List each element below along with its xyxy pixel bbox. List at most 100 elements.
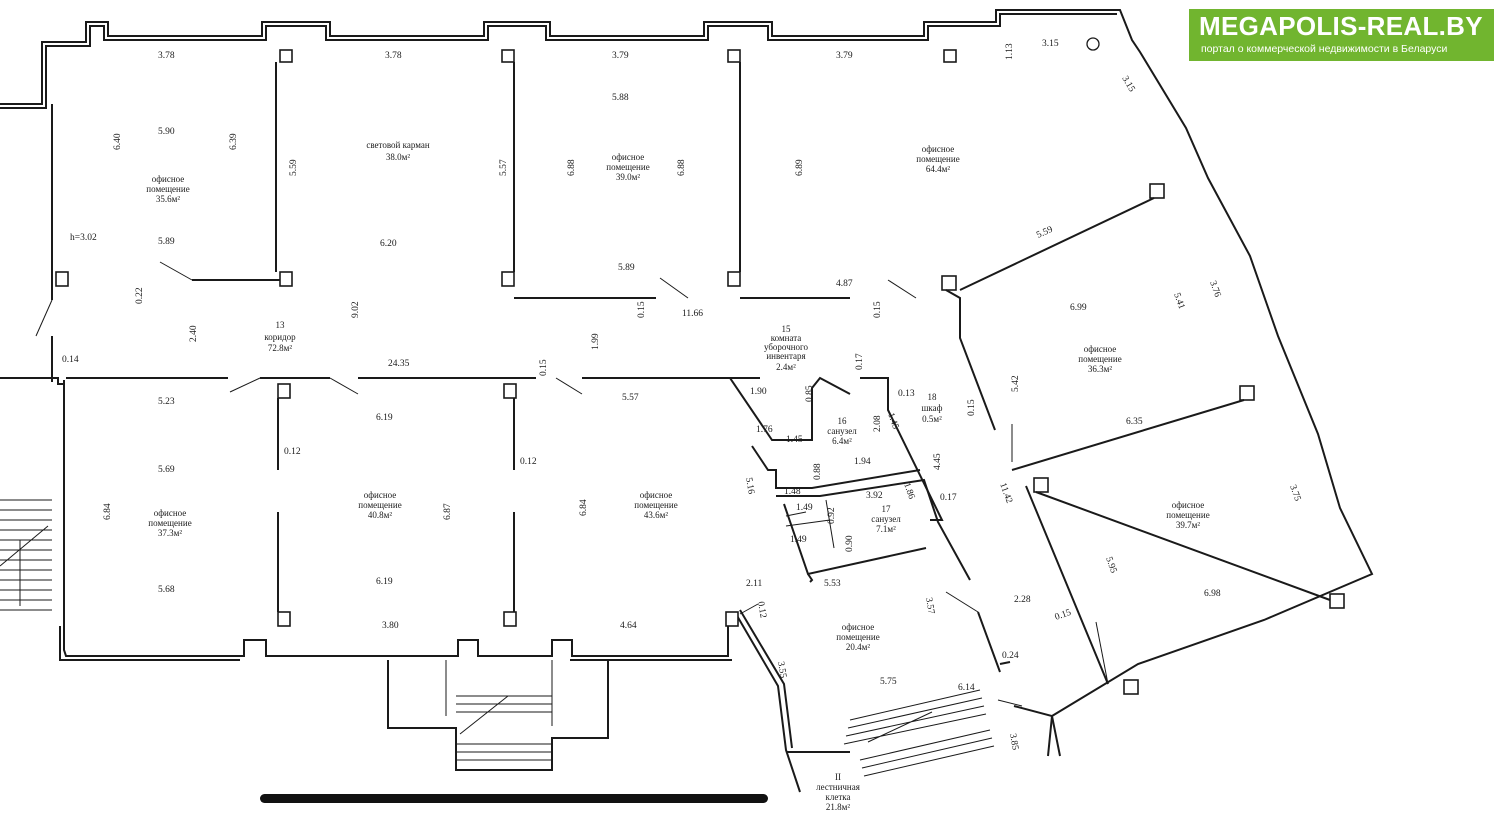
room-label-line: коридор: [264, 332, 296, 342]
room-label-line: 38.0м²: [386, 152, 410, 162]
dim-label: 5.90: [158, 127, 175, 137]
dim-label: 11.42: [997, 482, 1014, 505]
dim-label: 5.16: [743, 477, 756, 495]
room-label-3: офисное помещение 39.0м²: [606, 152, 649, 182]
pillars: [55, 49, 1345, 695]
room-label-line: инвентаря: [766, 351, 805, 361]
dim-label: 1.90: [750, 387, 767, 397]
room-label-line: помещение: [148, 518, 191, 528]
dim-label: 6.84: [103, 503, 113, 520]
dim-label: 0.15: [967, 399, 977, 416]
dim-label: 0.22: [135, 287, 145, 304]
room-label-line: помещение: [634, 500, 677, 510]
dim-label: 5.53: [824, 579, 841, 589]
room-label-line: офисное: [152, 174, 185, 184]
stairs: [0, 499, 995, 777]
doors: [35, 261, 1109, 707]
dim-label: 0.88: [813, 463, 823, 480]
interior-walls: [66, 62, 1331, 685]
room-label-16: 16 санузел 6.4м²: [827, 416, 857, 446]
dim-label: 1.48: [784, 487, 801, 497]
dim-label: 5.69: [158, 465, 175, 475]
dim-label: 5.59: [1035, 225, 1054, 241]
room-label-line: помещение: [146, 184, 189, 194]
room-label-1: офисное помещение 35.6м²: [146, 174, 189, 204]
room-label-line: офисное: [922, 144, 955, 154]
dim-label: 11.66: [682, 309, 703, 319]
dim-label: 0.12: [755, 601, 768, 619]
dim-label: 3.15: [1119, 75, 1136, 95]
room-label-line: помещение: [1166, 510, 1209, 520]
dim-label: 5.89: [618, 263, 635, 273]
dim-label: 3.78: [158, 51, 175, 61]
dim-label: 5.59: [289, 159, 299, 176]
dim-label: 5.89: [158, 237, 175, 247]
dim-label: 6.19: [376, 577, 393, 587]
brand-logo[interactable]: MEGAPOLIS-REAL.BY портал о коммерческой …: [1189, 9, 1494, 61]
room-label-line: 37.3м²: [158, 528, 182, 538]
dim-label: 6.14: [958, 683, 975, 693]
dim-label: 0.24: [1002, 651, 1019, 661]
room-label-line: 13: [276, 320, 286, 330]
dim-label: 0.12: [284, 447, 301, 457]
dim-label: 5.23: [158, 397, 175, 407]
brand-subtitle: портал о коммерческой недвижимости в Бел…: [1201, 43, 1448, 55]
horizontal-scrollbar[interactable]: [260, 794, 768, 803]
dim-label: 1.86: [901, 482, 916, 501]
dim-label: 6.39: [229, 133, 239, 150]
dim-label: 3.78: [385, 51, 402, 61]
dim-label: 5.95: [1103, 556, 1118, 575]
dim-label: 1.99: [591, 333, 601, 350]
room-label-line: 72.8м²: [268, 343, 292, 353]
room-label-line: 15: [782, 324, 792, 334]
dim-label: 6.88: [567, 159, 577, 176]
dim-label: 6.89: [795, 159, 805, 176]
room-label-line: помещение: [1078, 354, 1121, 364]
room-label-line: санузел: [827, 426, 857, 436]
room-label-stair: II лестничная клетка 21.8м²: [816, 772, 860, 812]
dim-label: 0.15: [637, 301, 647, 318]
room-label-line: 35.6м²: [156, 194, 180, 204]
dim-label: 4.64: [620, 621, 637, 631]
room-label-7: офисное помещение 40.8м²: [358, 490, 401, 520]
room-label-line: 2.4м²: [776, 362, 796, 372]
room-label-line: офисное: [364, 490, 397, 500]
dim-label: 0.14: [62, 355, 79, 365]
room-label-line: помещение: [606, 162, 649, 172]
dim-label: 5.88: [612, 93, 629, 103]
dim-label: 0.15: [1054, 608, 1073, 623]
dim-label: 0.17: [940, 493, 957, 503]
room-label-8: офисное помещение 43.6м²: [634, 490, 677, 520]
room-label-2: световой карман 38.0м²: [366, 140, 429, 162]
dim-label: 1.76: [756, 425, 773, 435]
room-label-4: офисное помещение 64.4м²: [916, 144, 959, 174]
dim-label: 5.68: [158, 585, 175, 595]
room-label-line: офисное: [842, 622, 875, 632]
room-label-line: световой карман: [366, 140, 429, 150]
room-label-line: офисное: [1172, 500, 1205, 510]
dim-label: 3.92: [866, 491, 883, 501]
dim-label: 5.75: [880, 677, 897, 687]
dim-label: 3.15: [1042, 39, 1059, 49]
room-label-line: 39.7м²: [1176, 520, 1200, 530]
dim-label: 6.20: [380, 239, 397, 249]
room-label-line: офисное: [154, 508, 187, 518]
room-label-line: 43.6м²: [644, 510, 668, 520]
dim-label: 5.57: [499, 159, 509, 176]
room-label-line: 20.4м²: [846, 642, 870, 652]
dim-label: 1.94: [854, 457, 871, 467]
dim-label: 3.55: [775, 661, 788, 679]
room-label-line: II: [835, 772, 841, 782]
dim-label: 3.85: [1007, 733, 1020, 751]
room-label-line: санузел: [871, 514, 901, 524]
room-label-line: 64.4м²: [926, 164, 950, 174]
room-label-line: клетка: [825, 792, 850, 802]
dim-label: 3.80: [382, 621, 399, 631]
outer-walls: [0, 9, 1374, 793]
dim-label: 6.84: [579, 499, 589, 516]
dim-label: 9.02: [351, 301, 361, 318]
dim-label: 3.79: [612, 51, 629, 61]
room-label-line: 0.5м²: [922, 414, 942, 424]
column-circle: [1086, 37, 1100, 51]
